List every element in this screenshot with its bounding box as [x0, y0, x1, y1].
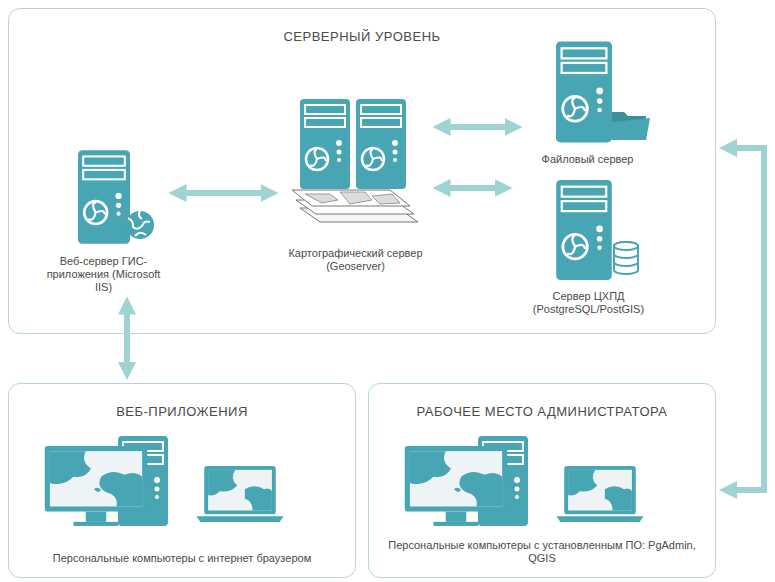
monitor-icon — [45, 446, 148, 526]
node-label: Файловый сервер — [542, 153, 634, 166]
bidirectional-arrow — [442, 185, 504, 191]
server-node: Веб-сервер ГИС-приложения (Microsoft IIS… — [42, 148, 166, 294]
node-label: Веб-сервер ГИС-приложения (Microsoft IIS… — [42, 255, 166, 294]
bidirectional-arrow — [124, 306, 130, 372]
panel-heading: РАБОЧЕЕ МЕСТО АДМИНИСТРАТОРА — [417, 404, 668, 419]
bidirectional-arrow — [728, 148, 764, 490]
panel-heading: СЕРВЕРНЫЙ УРОВЕНЬ — [283, 29, 440, 44]
bidirectional-arrow — [178, 190, 270, 196]
map-server-icon — [292, 99, 418, 222]
client-panel: ВЕБ-ПРИЛОЖЕНИЯ Персональные компьютеры с … — [8, 383, 356, 578]
folder-icon — [612, 112, 650, 140]
node-label: Персональные компьютеры с интернет брауз… — [53, 552, 311, 565]
server-icon — [556, 180, 612, 280]
server-node: Картографический сервер (Geoserver) — [282, 95, 430, 273]
node-label: Картографический сервер (Geoserver) — [282, 247, 430, 273]
client-panel: РАБОЧЕЕ МЕСТО АДМИНИСТРАТОРА Персональные… — [368, 383, 716, 578]
globe-icon — [126, 211, 154, 239]
server-icon — [78, 150, 130, 244]
monitor-icon — [405, 446, 508, 526]
laptop-icon — [557, 466, 644, 522]
bidirectional-arrow — [442, 124, 514, 130]
server-node: Сервер ЦХПД (PostgreSQL/PostGIS) — [516, 178, 662, 316]
database-icon — [614, 242, 638, 274]
panel-heading: ВЕБ-ПРИЛОЖЕНИЯ — [116, 404, 248, 419]
node-label: Сервер ЦХПД (PostgreSQL/PostGIS) — [516, 290, 662, 316]
laptop-icon — [197, 466, 284, 522]
tier-panel: СЕРВЕРНЫЙ УРОВЕНЬ Веб-сервер ГИС-приложен… — [8, 8, 716, 334]
server-icon — [556, 42, 612, 143]
node-label: Персональные компьютеры с установленным … — [379, 539, 705, 565]
server-node: Файловый сервер — [526, 40, 650, 166]
